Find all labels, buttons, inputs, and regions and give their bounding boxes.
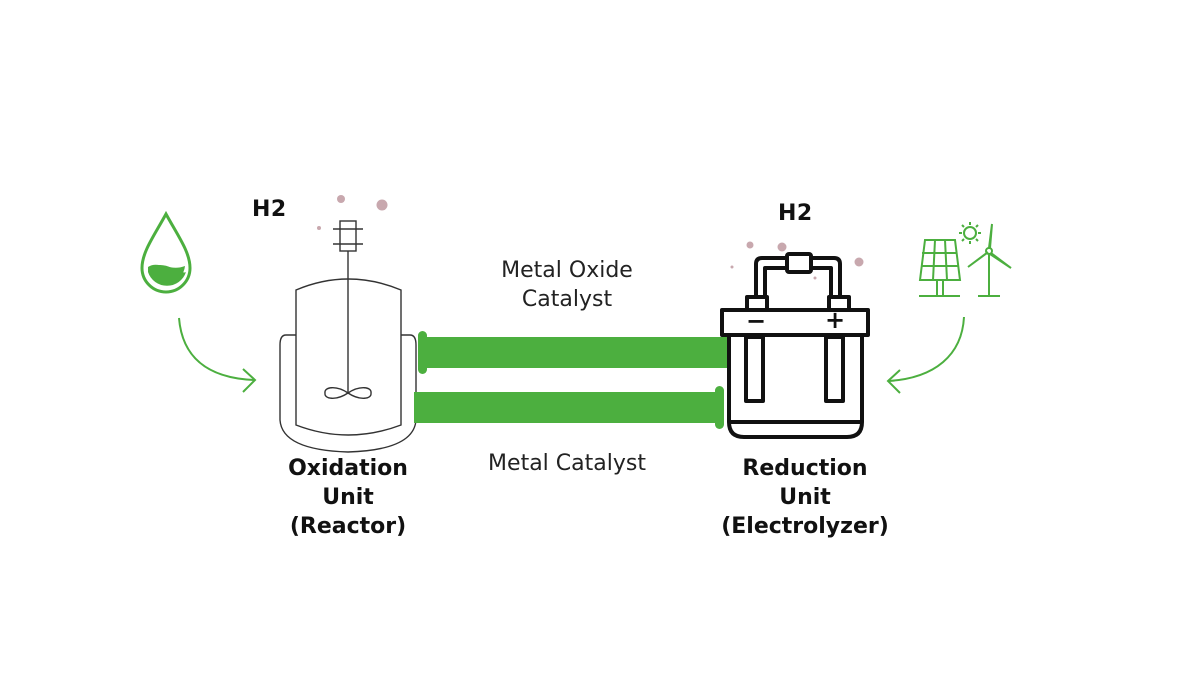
wind-turbine-icon — [967, 223, 1012, 297]
reduction-unit-label: Reduction Unit (Electrolyzer) — [700, 454, 910, 541]
oxidation-unit-label: Oxidation Unit (Reactor) — [258, 454, 438, 541]
metal-oxide-catalyst-line1: Metal Oxide — [501, 258, 633, 283]
positive-terminal-sign: + — [825, 306, 846, 334]
solar-panel-icon — [918, 239, 962, 297]
oxidation-unit-line1: Oxidation — [288, 456, 408, 481]
hydrogen-bubbles-right — [730, 241, 864, 280]
electrolyzer-battery-icon — [720, 252, 870, 439]
stirred-reactor-icon — [279, 220, 417, 453]
metal-catalyst-label: Metal Catalyst — [488, 451, 646, 476]
h2-label-right: H2 — [778, 201, 813, 226]
h2-label-left: H2 — [252, 197, 287, 222]
hydrogen-bubbles-left — [317, 195, 388, 230]
reduction-unit-line1: Reduction — [742, 456, 868, 481]
metal-oxide-catalyst-label: Metal Oxide Catalyst — [467, 256, 667, 314]
water-drop-icon — [140, 210, 192, 294]
reduction-unit-line2: Unit — [779, 485, 831, 510]
metal-oxide-catalyst-line2: Catalyst — [521, 287, 613, 312]
oxidation-unit-line2: Unit — [322, 485, 374, 510]
right-input-arrow — [886, 316, 965, 394]
reduction-unit-line3: (Electrolyzer) — [721, 514, 889, 539]
flow-bar-metal-oxide — [418, 331, 728, 374]
left-input-arrow — [178, 317, 257, 393]
sun-icon — [959, 222, 981, 244]
renewable-energy-icon — [918, 222, 1012, 297]
flow-bar-metal — [414, 386, 724, 429]
oxidation-unit-line3: (Reactor) — [289, 514, 407, 539]
negative-terminal-sign: − — [746, 307, 767, 335]
